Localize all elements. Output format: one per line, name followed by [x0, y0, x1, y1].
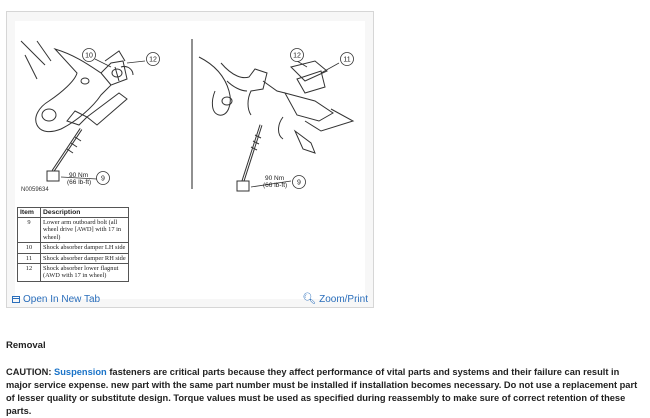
figure-container: 10 12 9 90 Nm (66 lb-ft) [6, 11, 374, 308]
callout-text: 11 [343, 57, 350, 64]
right-callout-11: 11 [340, 52, 354, 66]
new-tab-icon [12, 295, 20, 303]
legend-item-description: Shock absorber damper RH side [40, 252, 129, 265]
zoom-label: Zoom/Print [319, 293, 368, 305]
callout-text: 10 [85, 53, 93, 60]
open-tab-label: Open In New Tab [23, 293, 101, 305]
left-view-linework [20, 40, 134, 133]
right-callout-9: 9 [292, 175, 306, 189]
suspension-term-link[interactable]: Suspension [54, 367, 107, 377]
left-callout-10: 10 [82, 48, 96, 62]
legend-item-number: 11 [17, 252, 41, 265]
legend-item-description: Shock absorber lower flagnut (AWD with 1… [40, 263, 129, 282]
right-view-linework [198, 56, 355, 154]
right-leader-lines [250, 60, 340, 188]
legend-item-number: 10 [17, 242, 41, 254]
right-callout-12: 12 [290, 48, 304, 62]
left-bolt [46, 128, 83, 182]
legend-item-number: 9 [17, 216, 41, 244]
right-torque-nm: 90 Nm [265, 175, 284, 182]
left-callout-12: 12 [146, 52, 160, 66]
figure-links-bar: Open In New Tab 🔍︎ Zoom/Print [7, 291, 373, 307]
table-row: 12 Shock absorber lower flagnut (AWD wit… [17, 263, 129, 282]
caution-prefix: CAUTION: [6, 367, 55, 377]
open-in-new-tab-link[interactable]: Open In New Tab [12, 294, 100, 305]
callout-text: 12 [149, 57, 157, 64]
legend-table: Item Description 9 Lower arm outboard bo… [17, 207, 129, 282]
left-leader-lines [60, 58, 146, 180]
left-torque-nm: 90 Nm [69, 172, 88, 179]
figure-image: 10 12 9 90 Nm (66 lb-ft) [15, 21, 365, 299]
legend-item-description: Lower arm outboard bolt (all wheel drive… [40, 216, 129, 244]
callout-text: 12 [293, 53, 301, 60]
legend-header-description: Description [40, 207, 129, 218]
suspension-diagram: 10 12 9 90 Nm (66 lb-ft) [20, 39, 355, 192]
legend-item-number: 12 [17, 263, 41, 282]
callout-text: 9 [297, 180, 301, 187]
table-row: 10 Shock absorber damper LH side [17, 242, 129, 254]
legend-item-description: Shock absorber damper LH side [40, 242, 129, 254]
left-torque-lbft: (66 lb-ft) [67, 179, 91, 186]
right-torque-lbft: (66 lb-ft) [263, 182, 287, 189]
zoom-print-link[interactable]: 🔍︎ Zoom/Print [302, 294, 368, 305]
figure-id: N0059634 [21, 187, 49, 193]
caution-paragraph: CAUTION: Suspension fasteners are critic… [6, 366, 642, 418]
legend-header-row: Item Description [17, 207, 129, 218]
magnifier-icon: 🔍︎ [302, 293, 317, 305]
callout-text: 9 [101, 176, 105, 183]
right-bolt [236, 124, 263, 192]
table-row: 9 Lower arm outboard bolt (all wheel dri… [17, 216, 129, 244]
section-heading: Removal [6, 340, 46, 351]
table-row: 11 Shock absorber damper RH side [17, 252, 129, 265]
left-callout-9: 9 [96, 171, 110, 185]
legend-header-item: Item [17, 207, 41, 218]
